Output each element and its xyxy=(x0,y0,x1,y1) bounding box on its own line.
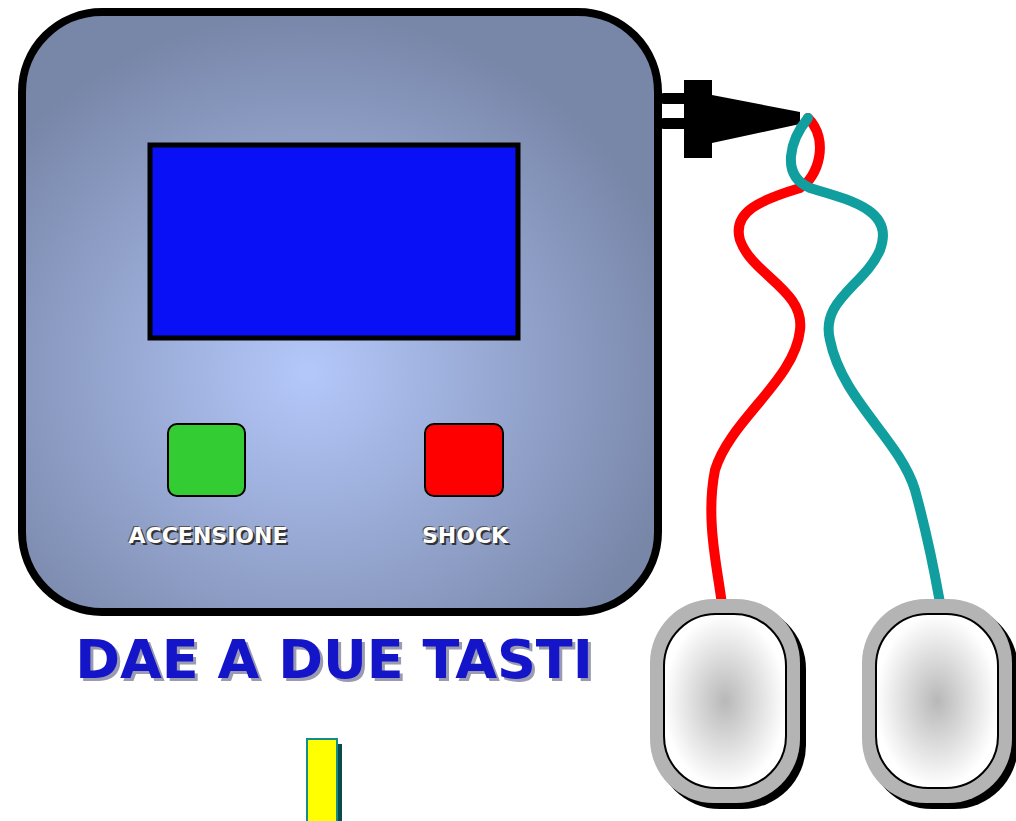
electrode-pad xyxy=(650,599,806,809)
button: ACCENSIONE xyxy=(167,423,246,497)
button-label: SHOCK xyxy=(356,523,574,548)
electrode-pad xyxy=(862,599,1016,809)
screen xyxy=(150,145,518,338)
button-label: ACCENSIONE xyxy=(99,523,317,548)
arrow-bar xyxy=(307,739,342,821)
button: SHOCK xyxy=(424,423,504,497)
device-body xyxy=(22,12,658,612)
plug xyxy=(660,80,800,158)
title: DAE A DUE TASTI xyxy=(14,628,654,691)
red-cable xyxy=(711,118,820,605)
teal-cable xyxy=(791,118,940,603)
